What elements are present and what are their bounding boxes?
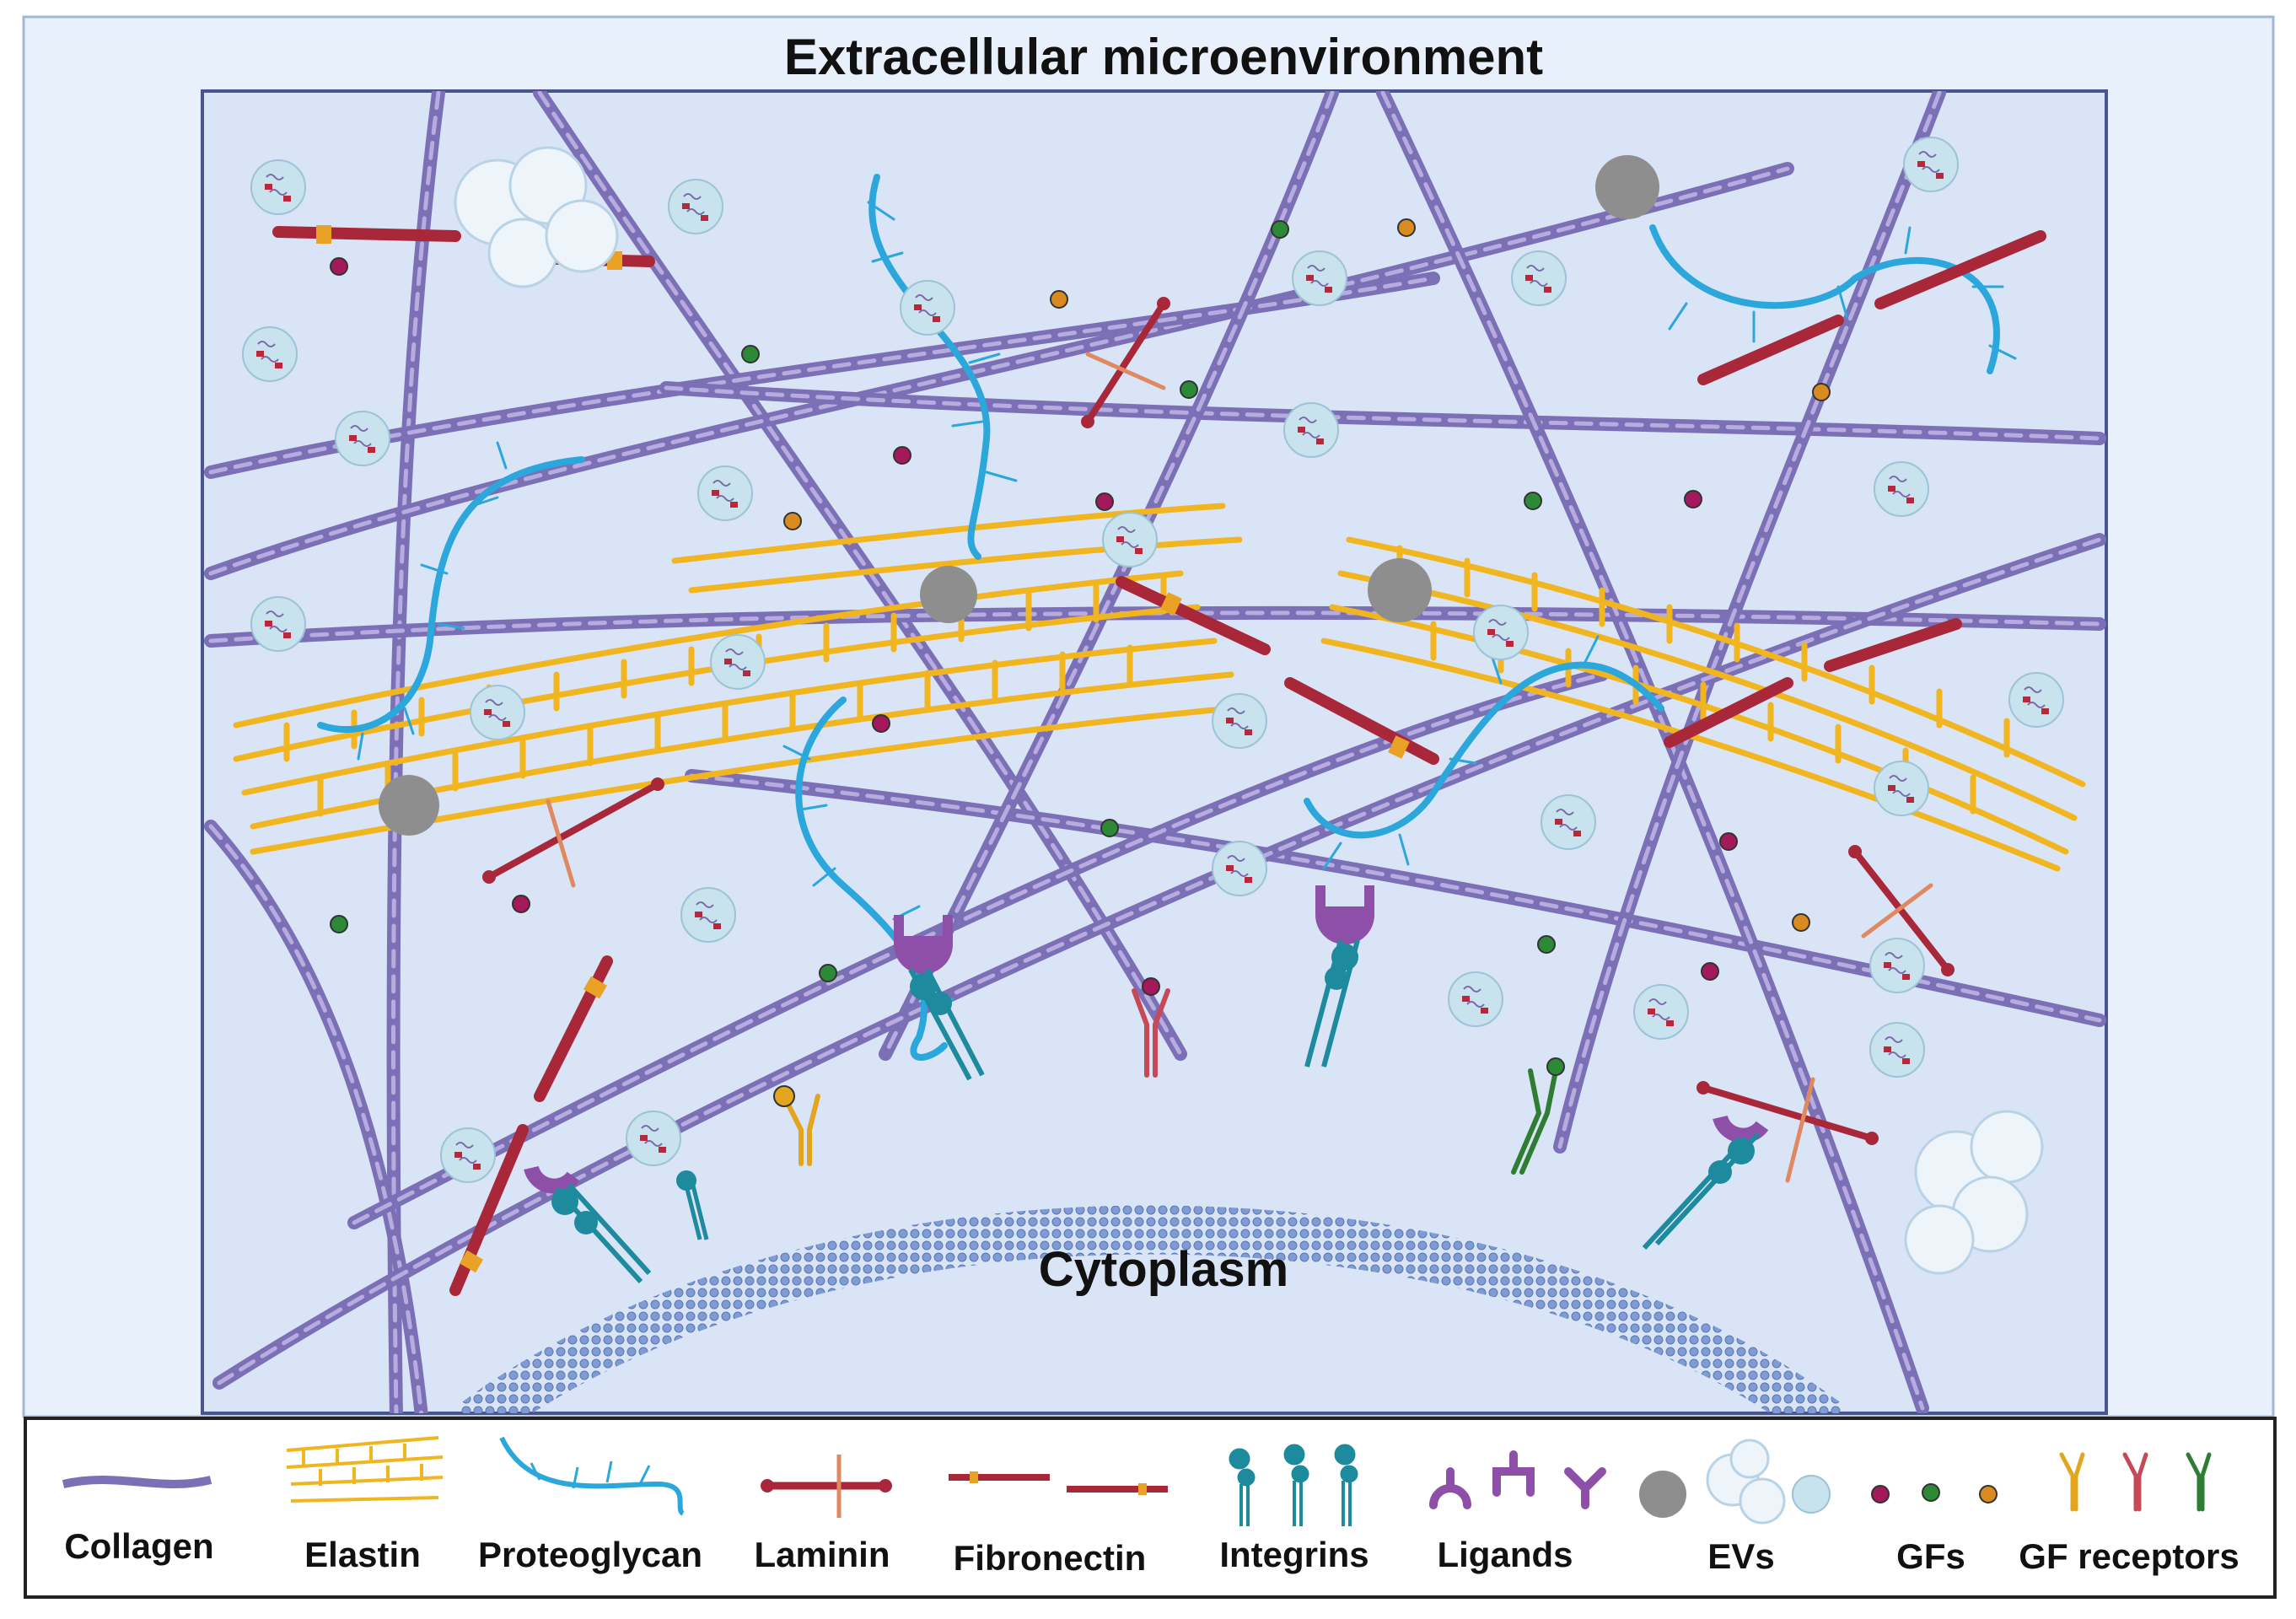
collagen-fiber <box>537 91 1183 1057</box>
legend-item-gfs: GFs <box>1871 1483 1998 1576</box>
integrin <box>894 915 985 1081</box>
legend-item-fibronectin: Fibronectin <box>949 1471 1168 1578</box>
ecm-panel <box>201 89 2108 1415</box>
legend-item-elastin: Elastin <box>286 1436 444 1574</box>
legend: Collagen Elastin Proteoglycan Laminin Fi… <box>24 1417 2277 1599</box>
gf-green-icon <box>1922 1483 1940 1502</box>
collagen-fiber <box>208 824 424 1413</box>
collagen-fiber <box>217 537 2102 1385</box>
gf-receptor-red <box>1132 977 1170 1078</box>
fibronectin-icon <box>949 1474 1168 1493</box>
legend-item-collagen: Collagen <box>62 1476 214 1566</box>
ev-gray <box>379 155 1659 836</box>
ev-blue-icon <box>1792 1475 1831 1514</box>
legend-item-integrins: Integrins <box>1219 1444 1369 1574</box>
legend-label-integrins: Integrins <box>1219 1535 1368 1574</box>
legend-item-ligands: Ligands <box>1429 1450 1606 1574</box>
legend-box <box>24 1417 2277 1599</box>
legend-item-evs: EVs <box>1639 1439 1831 1576</box>
integrin <box>1642 1115 1769 1251</box>
integrin <box>1304 885 1374 1068</box>
gf-orange-icon <box>1979 1485 1998 1503</box>
collagen-fiber <box>208 166 1790 576</box>
legend-label-elastin: Elastin <box>304 1535 421 1574</box>
laminin-molecules <box>482 297 1955 1183</box>
proteoglycan-icon <box>499 1436 686 1516</box>
legend-item-gf-receptors: GF receptors <box>2019 1452 2240 1576</box>
gf-magenta-icon <box>1871 1485 1890 1503</box>
legend-label-collagen: Collagen <box>64 1526 213 1566</box>
legend-label-gfs: GFs <box>1896 1536 1965 1576</box>
legend-item-laminin: Laminin <box>754 1455 892 1574</box>
collagen-fiber <box>1557 91 1942 1149</box>
integrin <box>676 1170 709 1240</box>
legend-label-fibronectin: Fibronectin <box>954 1538 1147 1578</box>
ev-gray-icon <box>1639 1471 1686 1518</box>
growth-factors <box>330 218 1831 982</box>
integrin-ligand-complexes <box>524 885 1769 1284</box>
legend-label-laminin: Laminin <box>754 1535 890 1574</box>
collagen-fiber <box>391 91 441 1413</box>
ligand-icon <box>1429 1450 1606 1509</box>
collagen-fiber <box>352 672 1605 1225</box>
diagram-title: Extracellular microenvironment <box>784 29 1543 85</box>
elastin-icon <box>286 1436 444 1503</box>
collagen-icon <box>62 1476 212 1488</box>
cell-membrane <box>457 1205 1845 1413</box>
legend-label-proteoglycan: Proteoglycan <box>478 1535 702 1574</box>
legend-item-proteoglycan: Proteoglycan <box>478 1436 702 1574</box>
proteoglycan-strands <box>317 174 2017 1061</box>
legend-label-evs: EVs <box>1707 1536 1774 1576</box>
integrin <box>524 1165 652 1284</box>
ev-cluster <box>454 146 2044 1275</box>
cytoplasm-label: Cytoplasm <box>1039 1242 1289 1297</box>
integrin-icon <box>1229 1444 1358 1526</box>
collagen-fiber <box>664 385 2102 441</box>
ev-cluster-icon <box>1706 1439 1786 1525</box>
gf-receptor-green <box>1511 1057 1565 1175</box>
gf-receptors <box>773 977 1565 1175</box>
gf-receptor-yellow <box>773 1085 820 1166</box>
legend-label-gf-receptors: GF receptors <box>2019 1536 2239 1576</box>
gf-receptor-icon <box>2059 1452 2212 1512</box>
legend-label-ligands: Ligands <box>1437 1535 1573 1574</box>
